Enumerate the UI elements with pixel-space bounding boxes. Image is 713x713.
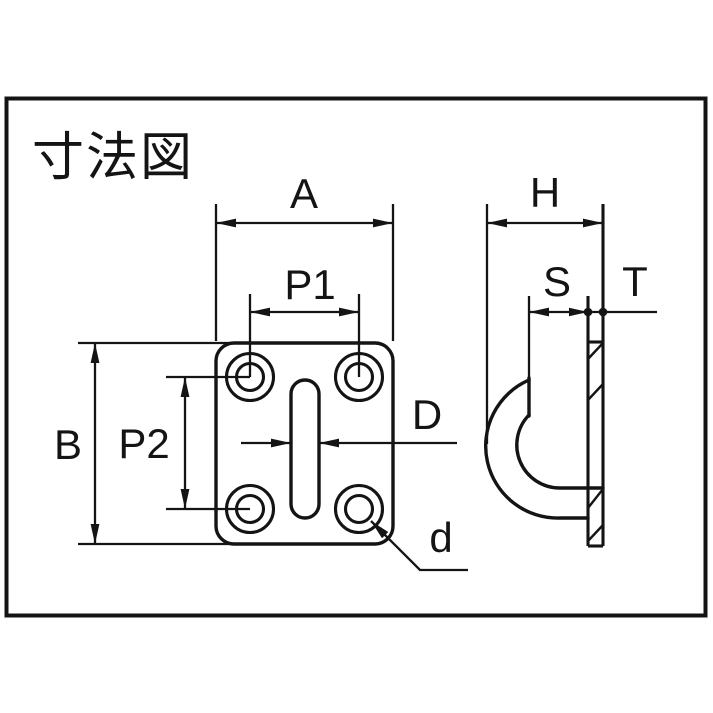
dim-label-H: H [530,169,560,216]
dimension-d: d [370,514,468,572]
dim-label-P2: P2 [118,420,169,467]
drawing-border [4,96,708,618]
dim-label-B: B [54,421,82,468]
dim-T-dot-left [583,307,593,317]
drawing-title: 寸法図 [32,129,194,187]
dim-label-S: S [543,258,571,305]
dim-label-D: D [412,391,442,438]
hatch-line-3 [587,488,604,509]
eye-outer-profile [484,378,590,520]
hole-bottom-right-inner [343,493,375,525]
dim-S-right-arrow [569,307,588,317]
dim-d-leader [370,520,468,572]
center-slot [289,378,321,520]
dim-label-P1: P1 [284,261,335,308]
dim-T-dot-right [598,307,608,317]
dimension-A: A [214,170,395,341]
dimension-P2: P2 [118,375,250,511]
front-view: A P1 B P2 D [54,170,468,572]
dim-label-A: A [290,170,318,217]
dimension-B: B [54,341,240,546]
dimension-S-T: S T [527,258,657,382]
hatch-line-2 [587,383,604,401]
dimension-P1: P1 [248,261,361,377]
side-view: H S T [484,169,657,548]
dimension-D: D [241,391,457,448]
hatch-line-1 [587,342,604,360]
dim-label-T: T [622,258,648,305]
hole-bottom-right-outer [333,483,385,535]
eye-inner-profile [515,413,605,490]
dimension-H: H [485,169,603,444]
dim-label-d: d [429,514,452,561]
hatch-line-4 [587,524,604,542]
